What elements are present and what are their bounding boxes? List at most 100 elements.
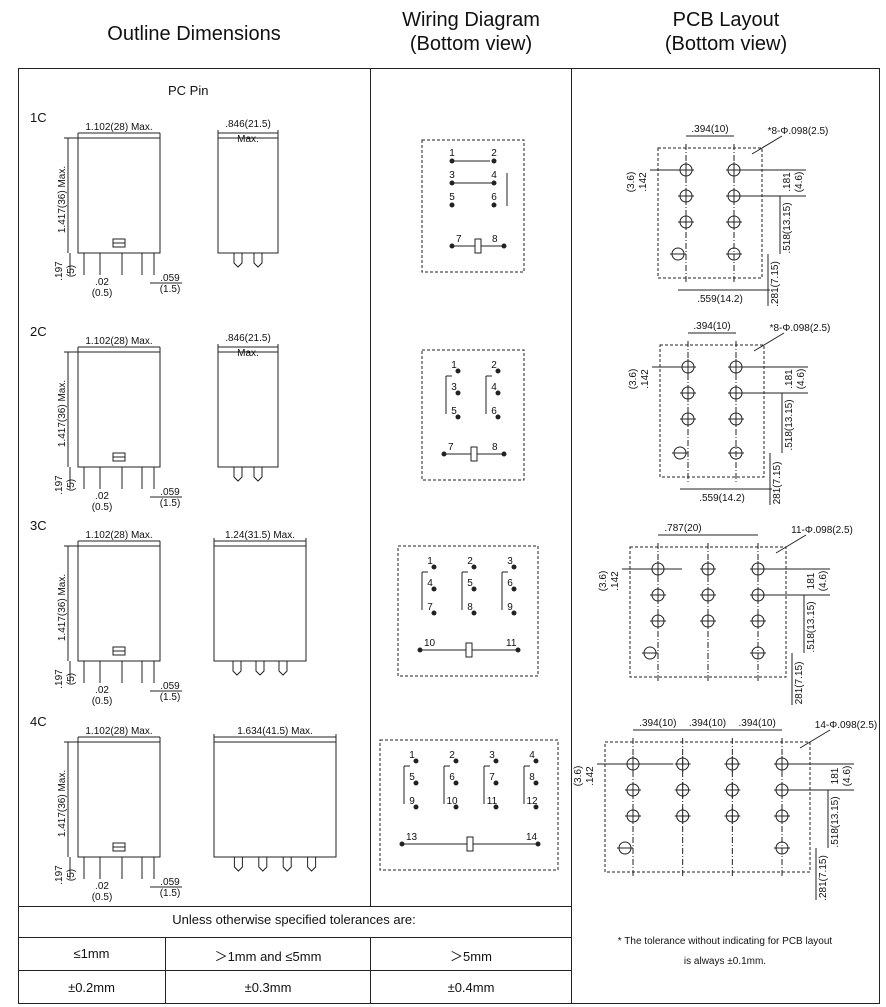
wiring-terminal xyxy=(493,758,499,764)
coil-symbol xyxy=(474,238,482,254)
pc-pin-label: PC Pin xyxy=(168,83,209,98)
tol-range-2: ＞1mm and ≤5mm xyxy=(214,949,322,964)
wiring-terminal xyxy=(449,202,455,208)
dim-pcb-hole: *8-Φ.098(2.5) xyxy=(770,323,831,334)
wiring-terminal xyxy=(495,390,501,396)
contact-line xyxy=(523,765,530,804)
dim-width: 1.102(28) Max. xyxy=(85,336,152,347)
divider-tol-mid xyxy=(18,937,572,938)
wiring-num: 7 xyxy=(448,442,454,453)
wiring-num: 11 xyxy=(506,638,517,649)
dim-pcb-top: .787(20) xyxy=(664,523,701,534)
wiring-terminal xyxy=(511,564,517,570)
contact-line xyxy=(443,765,450,804)
side-pin xyxy=(278,661,288,676)
dim-pcb-r3: 281(7.15) xyxy=(772,462,783,505)
divider-col1 xyxy=(370,68,371,906)
wiring-terminal xyxy=(511,586,517,592)
header-pcb-line2: (Bottom view) xyxy=(664,33,788,55)
dim-pcb-r2: .518(13.15) xyxy=(784,399,795,450)
dim-depth: .846(21.5) xyxy=(225,119,271,130)
header-wiring-line1: Wiring Diagram xyxy=(402,9,540,31)
row-label-3C: 3C xyxy=(30,518,47,533)
dim-pin-width: .02 xyxy=(95,491,109,502)
wiring-num: 6 xyxy=(507,578,513,589)
row-label-1C: 1C xyxy=(30,110,47,125)
wiring-num: 14 xyxy=(526,832,538,843)
dim-pin-width: .02 xyxy=(95,277,109,288)
tol-range-3: ＞5mm xyxy=(450,949,492,964)
wiring-terminal xyxy=(533,804,539,810)
contact-line xyxy=(445,375,452,414)
pcb-outline xyxy=(659,344,765,478)
header-wiring-line2: (Bottom view) xyxy=(409,33,533,55)
divider-tol-c2 xyxy=(370,937,371,1004)
wiring-num: 2 xyxy=(467,556,473,567)
wiring-num: 5 xyxy=(409,772,415,783)
dim-pcb-r1-mm: (4.6) xyxy=(842,766,853,787)
dim-pcb-left: .142 xyxy=(640,369,651,389)
contact-line xyxy=(501,571,508,610)
wiring-num: 12 xyxy=(526,796,538,807)
wiring-num: 9 xyxy=(507,602,513,613)
dim-pitch-mm: (1.5) xyxy=(160,284,181,295)
wiring-num: 6 xyxy=(491,406,497,417)
side-pin xyxy=(282,857,292,872)
wiring-num: 8 xyxy=(467,602,473,613)
dim-pcb-bottom: .559(14.2) xyxy=(699,493,745,504)
dim-depth: 1.24(31.5) Max. xyxy=(225,530,295,541)
dim-width: 1.102(28) Max. xyxy=(85,122,152,133)
wiring-terminal xyxy=(453,804,459,810)
dim-pcb-hole: 11-Φ.098(2.5) xyxy=(791,525,853,536)
dim-pin: .197 xyxy=(54,865,65,885)
divider-tol-top xyxy=(18,906,572,907)
dim-pin-width: .02 xyxy=(95,685,109,696)
dim-depth: 1.634(41.5) Max. xyxy=(237,726,313,737)
wiring-num: 2 xyxy=(449,750,455,761)
dim-pcb-top-3: .394(10) xyxy=(739,718,776,729)
dim-pcb-left-mm: (3.6) xyxy=(628,369,639,390)
wiring-terminal xyxy=(471,610,477,616)
wiring-terminal xyxy=(431,586,437,592)
wiring-terminal xyxy=(431,564,437,570)
dim-pcb-hole: 14-Φ.098(2.5) xyxy=(815,720,877,731)
dim-pcb-r1: .181 xyxy=(784,369,795,389)
dim-pin-mm: (5) xyxy=(66,869,77,881)
coil-symbol xyxy=(465,642,473,658)
relay-body-side xyxy=(213,741,337,858)
relay-body-front xyxy=(77,137,161,254)
pcb-outline xyxy=(604,741,811,873)
relay-body-side xyxy=(213,545,307,662)
contact-line xyxy=(421,571,428,610)
dim-pin: .197 xyxy=(54,475,65,495)
pcb-note-line1: * The tolerance without indicating for P… xyxy=(617,936,833,947)
wiring-num: 5 xyxy=(467,578,473,589)
dim-pcb-top: .394(10) xyxy=(691,124,728,135)
wiring-num: 13 xyxy=(406,832,418,843)
wiring-num: 3 xyxy=(449,170,455,181)
header-outline: Outline Dimensions xyxy=(107,23,281,45)
dim-height: 1.417(36) Max. xyxy=(57,574,68,641)
wiring-terminal xyxy=(533,780,539,786)
dim-pin-width-mm: (0.5) xyxy=(92,502,113,513)
wiring-num: 2 xyxy=(491,148,497,159)
divider-tol-row xyxy=(18,970,572,971)
wiring-terminal xyxy=(495,414,501,420)
pcb-outline xyxy=(657,147,763,279)
header-wiring: Wiring Diagram (Bottom view) xyxy=(371,8,571,56)
dim-pcb-bottom: .559(14.2) xyxy=(697,294,743,305)
dim-pitch: .059 xyxy=(160,681,180,692)
wiring-box xyxy=(421,139,525,273)
tol-value-3: ±0.4mm xyxy=(447,980,495,995)
wiring-num: 5 xyxy=(449,192,455,203)
wiring-num: 8 xyxy=(492,234,498,245)
relay-body-side xyxy=(217,351,279,468)
wiring-num: 5 xyxy=(451,406,457,417)
dim-pitch-mm: (1.5) xyxy=(160,692,181,703)
wiring-num: 7 xyxy=(489,772,495,783)
wiring-terminal xyxy=(455,390,461,396)
wiring-box xyxy=(397,545,539,677)
leader-line xyxy=(753,332,785,352)
side-pin xyxy=(232,661,242,676)
